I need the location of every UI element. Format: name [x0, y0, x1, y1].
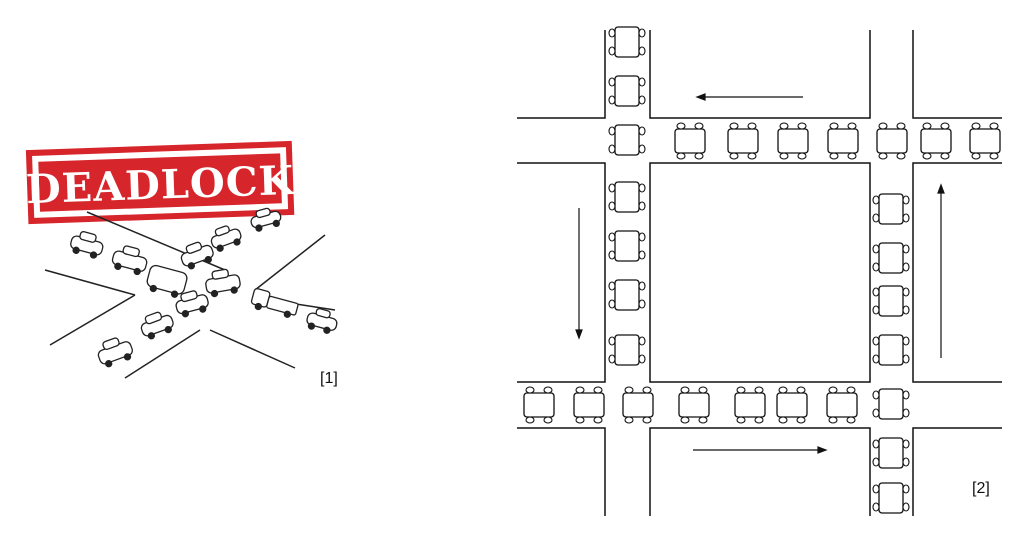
car-top-view-icon — [608, 279, 646, 311]
car-top-view-icon — [776, 386, 808, 424]
car-top-view-icon — [969, 122, 1001, 160]
arrow-down-icon — [575, 208, 583, 340]
car — [70, 231, 104, 259]
car — [97, 337, 133, 368]
car-top-view-icon — [608, 181, 646, 213]
direction-arrows — [575, 93, 945, 454]
car-top-view-icon — [827, 122, 859, 160]
grid-diagram-svg — [517, 26, 1002, 516]
car-top-view-icon — [872, 388, 910, 420]
deadlock-cartoon: DEADLOCK — [25, 140, 338, 379]
car — [180, 241, 214, 270]
road-edges — [517, 30, 1002, 516]
deadlock-stamp: DEADLOCK — [25, 140, 295, 225]
car-top-view-icon — [678, 386, 710, 424]
car-top-view-icon — [872, 437, 910, 469]
car-top-view-icon — [608, 230, 646, 262]
figure-1-caption: [1] — [320, 370, 338, 387]
car-top-view-icon — [608, 334, 646, 366]
car — [175, 290, 209, 318]
arrow-right-icon — [693, 446, 828, 454]
car-top-view-icon — [777, 122, 809, 160]
grid-cars — [523, 26, 1001, 514]
car — [250, 207, 282, 232]
arrow-left-icon — [695, 93, 803, 101]
arrow-up-icon — [937, 183, 945, 358]
car — [111, 245, 148, 276]
car-top-view-icon — [523, 386, 555, 424]
car-top-view-icon — [920, 122, 952, 160]
car-top-view-icon — [608, 75, 646, 107]
car-top-view-icon — [872, 193, 910, 225]
stamp-text: DEADLOCK — [25, 157, 295, 213]
car-top-view-icon — [872, 482, 910, 514]
car-top-view-icon — [734, 386, 766, 424]
car-top-view-icon — [608, 26, 646, 58]
car — [205, 268, 241, 298]
car-top-view-icon — [826, 386, 858, 424]
cartoon-cars — [70, 207, 338, 368]
car-top-view-icon — [622, 386, 654, 424]
car-top-view-icon — [872, 242, 910, 274]
car-top-view-icon — [608, 124, 646, 156]
deadlock-illustration: DEADLOCK — [25, 130, 355, 400]
car-top-view-icon — [674, 122, 706, 160]
car — [306, 308, 338, 334]
truck — [250, 288, 299, 318]
car — [210, 225, 242, 252]
car-top-view-icon — [872, 285, 910, 317]
car-top-view-icon — [727, 122, 759, 160]
grid-deadlock-diagram: [2] — [505, 20, 1010, 520]
van — [146, 264, 188, 298]
car-top-view-icon — [872, 334, 910, 366]
figure-2-caption: [2] — [972, 480, 990, 497]
car-top-view-icon — [573, 386, 605, 424]
car-top-view-icon — [876, 122, 908, 160]
car — [140, 311, 174, 340]
